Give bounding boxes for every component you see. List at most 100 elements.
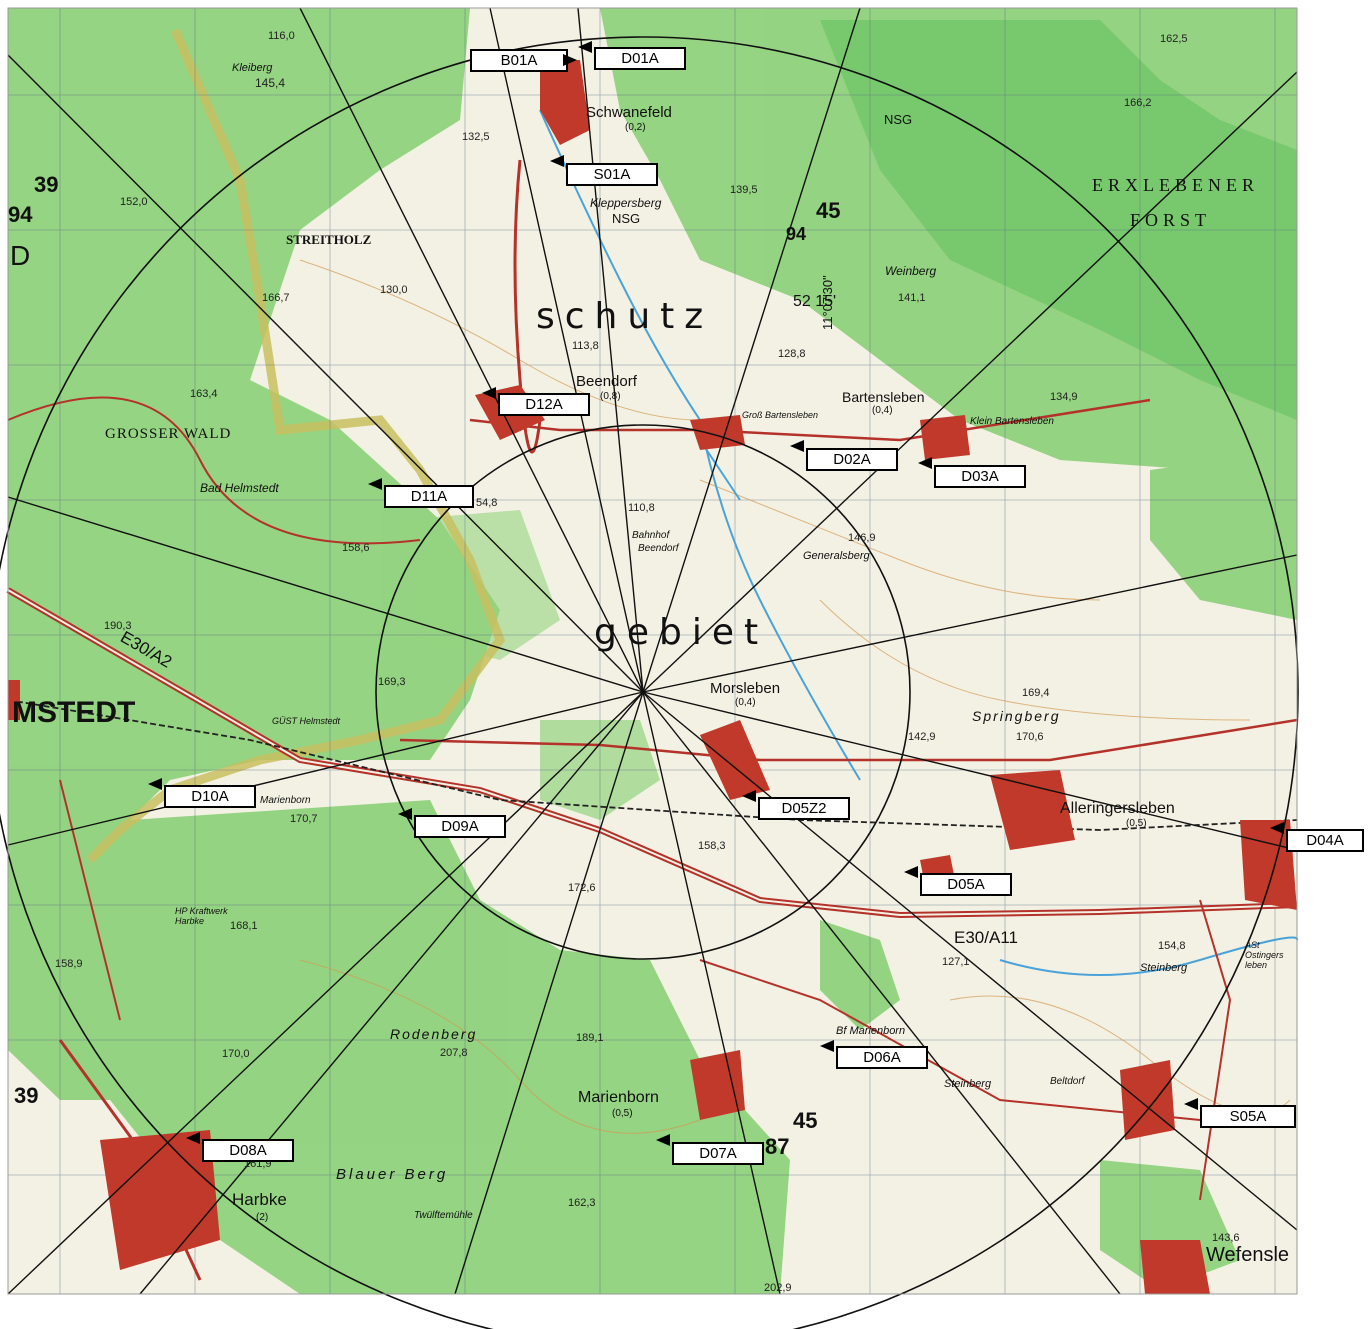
place-harbke: Harbke (232, 1190, 287, 1209)
elevation-202: 202,9 (764, 1282, 792, 1294)
elevation-162: 162,5 (1160, 33, 1188, 45)
place-gust-helmstedt: GÜST Helmstedt (272, 716, 341, 726)
place-wefensleben: Wefensle (1206, 1244, 1290, 1266)
arrow-icon (563, 54, 577, 66)
elevation-139: 139,5 (730, 184, 758, 196)
coordinate-latitude: 52 15' (793, 293, 837, 310)
arrow-icon (742, 790, 756, 802)
place-marienborn-population: (0,5) (612, 1108, 633, 1119)
place-morsleben-population: (0,4) (735, 697, 756, 708)
marker-d11a[interactable]: D11A (384, 485, 474, 508)
grid-label-94-center: 94 (786, 224, 807, 244)
radius-circles (0, 36, 1299, 1329)
place-bad-helmstedt: Bad Helmstedt (200, 481, 279, 495)
marker-d12a[interactable]: D12A (498, 393, 590, 416)
elevation-128: 128,8 (778, 348, 806, 360)
railway (7, 699, 1298, 831)
arrow-icon (398, 808, 412, 820)
label-gebiet: gebiet (594, 612, 769, 653)
arrow-icon (1270, 822, 1284, 834)
place-weinberg: Weinberg (885, 264, 937, 278)
place-generalsberg: Generalsberg (803, 550, 870, 562)
grid-label-39-bottom: 39 (14, 1083, 39, 1108)
place-steinberg-1: Steinberg (944, 1078, 992, 1090)
place-nsg-1: NSG (612, 211, 641, 226)
elevation-166: 166,7 (262, 292, 290, 304)
marker-b01a[interactable]: B01A (470, 49, 568, 72)
place-bartensleben-population: (0,4) (872, 405, 893, 416)
marker-d10a[interactable]: D10A (164, 785, 256, 808)
elevation-158c: 158,9 (55, 958, 83, 970)
grid-label-87: 87 (765, 1134, 790, 1159)
place-springberg: Springberg (972, 708, 1061, 724)
marker-d03a[interactable]: D03A (934, 465, 1026, 488)
map-frame (7, 7, 1298, 1295)
place-schwanefeld-population: (0,2) (625, 122, 646, 133)
marker-d02a[interactable]: D02A (806, 448, 898, 471)
marker-d01a[interactable]: D01A (594, 47, 686, 70)
elevation-143: 143,6 (1212, 1232, 1240, 1244)
inner-radius-circle (375, 424, 911, 960)
place-gross-bartensleben: Groß Bartensleben (742, 410, 819, 420)
marker-s01a[interactable]: S01A (566, 163, 658, 186)
elevation-163: 163,4 (190, 388, 218, 400)
marker-d08a[interactable]: D08A (202, 1139, 294, 1162)
place-beendorf-population: (0,8) (600, 391, 621, 402)
elevation-170: 170,6 (1016, 731, 1044, 743)
arrow-icon (904, 866, 918, 878)
place-grosser-wald: GROSSER WALD (105, 426, 232, 442)
elevation-190: 190,3 (104, 620, 132, 632)
elevation-134: 134,9 (1050, 391, 1078, 403)
place-steinberg-2: Steinberg (1140, 962, 1188, 974)
place-bahnhof: Bahnhof (632, 530, 670, 541)
forest-areas (8, 8, 1297, 1294)
place-bartensleben: Bartensleben (842, 389, 925, 405)
arrow-icon (918, 457, 932, 469)
marker-d05z2[interactable]: D05Z2 (758, 797, 850, 820)
elevation-141: 141,1 (898, 292, 926, 304)
place-kleiberg: Kleiberg (232, 62, 273, 74)
elevation-127: 127,1 (942, 956, 970, 968)
elevation-145: 145,4 (255, 76, 286, 90)
place-alleringersleben: Alleringersleben (1060, 800, 1175, 817)
outer-radius-circle (0, 36, 1299, 1329)
elevation-189: 189,1 (576, 1032, 604, 1044)
elevation-166b: 166,2 (1124, 97, 1152, 109)
grid-label-45-bottom: 45 (793, 1108, 818, 1133)
place-streitholz: STREITHOLZ (286, 232, 372, 247)
elevation-142: 142,9 (908, 731, 936, 743)
place-morsleben: Morsleben (710, 680, 781, 697)
place-beendorf: Beendorf (576, 373, 637, 390)
elevation-158: 158,6 (342, 542, 370, 554)
arrow-icon (368, 478, 382, 490)
place-marienborn-small: Marienborn (260, 795, 311, 806)
elevation-158b: 158,3 (698, 840, 726, 852)
arrow-icon (578, 41, 592, 53)
grid-label-39-top: 39 (34, 172, 59, 197)
radial-lines (7, 7, 1298, 1295)
place-schwanefeld: Schwanefeld (586, 104, 672, 121)
place-ostingersleben: ASt Ostingers leben (1245, 940, 1284, 970)
place-kraftwerk-harbke: HP Kraftwerk Harbke (175, 906, 228, 926)
marker-d05a[interactable]: D05A (920, 873, 1012, 896)
elevation-154: 154,8 (1158, 940, 1186, 952)
arrow-icon (656, 1134, 670, 1146)
elevation-113: 113,8 (572, 340, 599, 352)
marker-d07a[interactable]: D07A (672, 1142, 764, 1165)
arrow-icon (550, 155, 564, 167)
marker-d09a[interactable]: D09A (414, 815, 506, 838)
marker-d06a[interactable]: D06A (836, 1046, 928, 1069)
marker-d04a[interactable]: D04A (1286, 829, 1364, 852)
place-alleringersleben-population: (0,5) (1126, 818, 1147, 829)
place-klein-bartensleben: Klein Bartensleben (970, 416, 1054, 427)
elevation-54: 54,8 (476, 497, 498, 509)
marker-s05a[interactable]: S05A (1200, 1105, 1296, 1128)
place-kleppersberg: Kleppersberg (590, 196, 662, 210)
elevation-146: 146,9 (848, 532, 876, 544)
grid-label-94-left: 94 (8, 202, 33, 227)
elevation-172: 172,6 (568, 882, 596, 894)
road-label-e30-a11: E30/A11 (954, 928, 1018, 947)
elevation-132: 132,5 (462, 131, 490, 143)
arrow-icon (482, 387, 496, 399)
